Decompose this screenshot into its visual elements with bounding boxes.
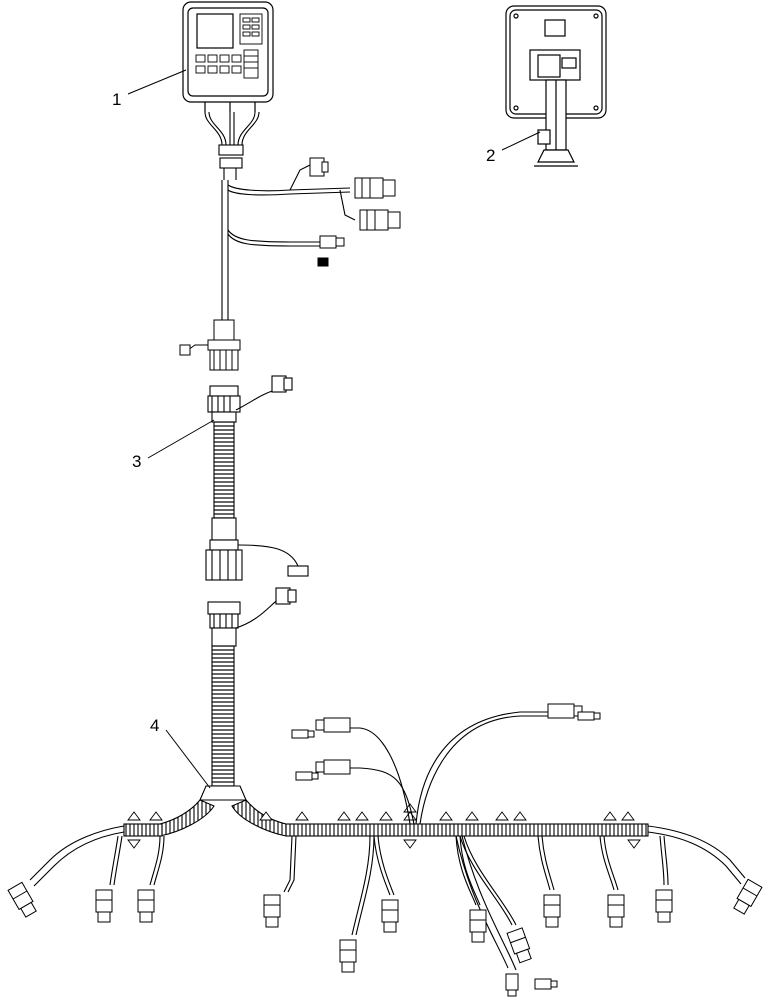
connector-icon	[607, 894, 625, 928]
connector-icon	[577, 711, 595, 721]
upper-branch-connectors	[291, 703, 601, 781]
leader-lines	[127, 69, 541, 789]
connector-icon	[655, 889, 673, 923]
monitor-cables	[204, 111, 356, 320]
connector-icon	[547, 703, 575, 719]
extension-harness	[205, 375, 309, 581]
boom-harness	[123, 587, 649, 849]
terminal-icon	[287, 565, 309, 577]
connector-icon	[137, 889, 155, 923]
monitor-screen	[196, 13, 234, 49]
connector-icon	[733, 878, 763, 915]
aux-connectors	[309, 157, 401, 267]
callout-4: 4	[150, 716, 160, 735]
connector-icon	[359, 209, 389, 231]
connector-icon	[323, 759, 351, 775]
connector-icon	[323, 717, 351, 733]
leader-line-2	[501, 131, 541, 151]
connector-icon	[469, 909, 487, 943]
connector-icon	[505, 973, 519, 997]
leader-line-1	[127, 69, 187, 95]
monitor-front	[182, 1, 274, 112]
connector-icon	[319, 235, 337, 249]
connector-icon	[381, 899, 399, 933]
monitor-keypad	[195, 13, 263, 79]
connector-icon	[295, 771, 313, 781]
connector-icon	[95, 889, 113, 923]
connector-icon	[543, 894, 561, 928]
leader-line-4	[165, 729, 211, 789]
connector-icon	[263, 894, 281, 928]
connector-icon	[506, 927, 532, 964]
monitor-round-connector	[179, 319, 241, 371]
leader-line-3	[147, 419, 215, 459]
section-connectors	[7, 878, 763, 997]
connector-icon	[7, 881, 37, 918]
monitor-back-with-mount	[505, 5, 607, 167]
callout-2: 2	[486, 146, 496, 165]
callout-1: 1	[112, 90, 122, 109]
terminal-icon	[534, 978, 558, 990]
connector-icon	[339, 939, 357, 973]
callout-3: 3	[132, 452, 142, 471]
drop-cables	[29, 825, 746, 971]
connector-icon	[291, 729, 309, 739]
connector-icon	[354, 177, 384, 199]
